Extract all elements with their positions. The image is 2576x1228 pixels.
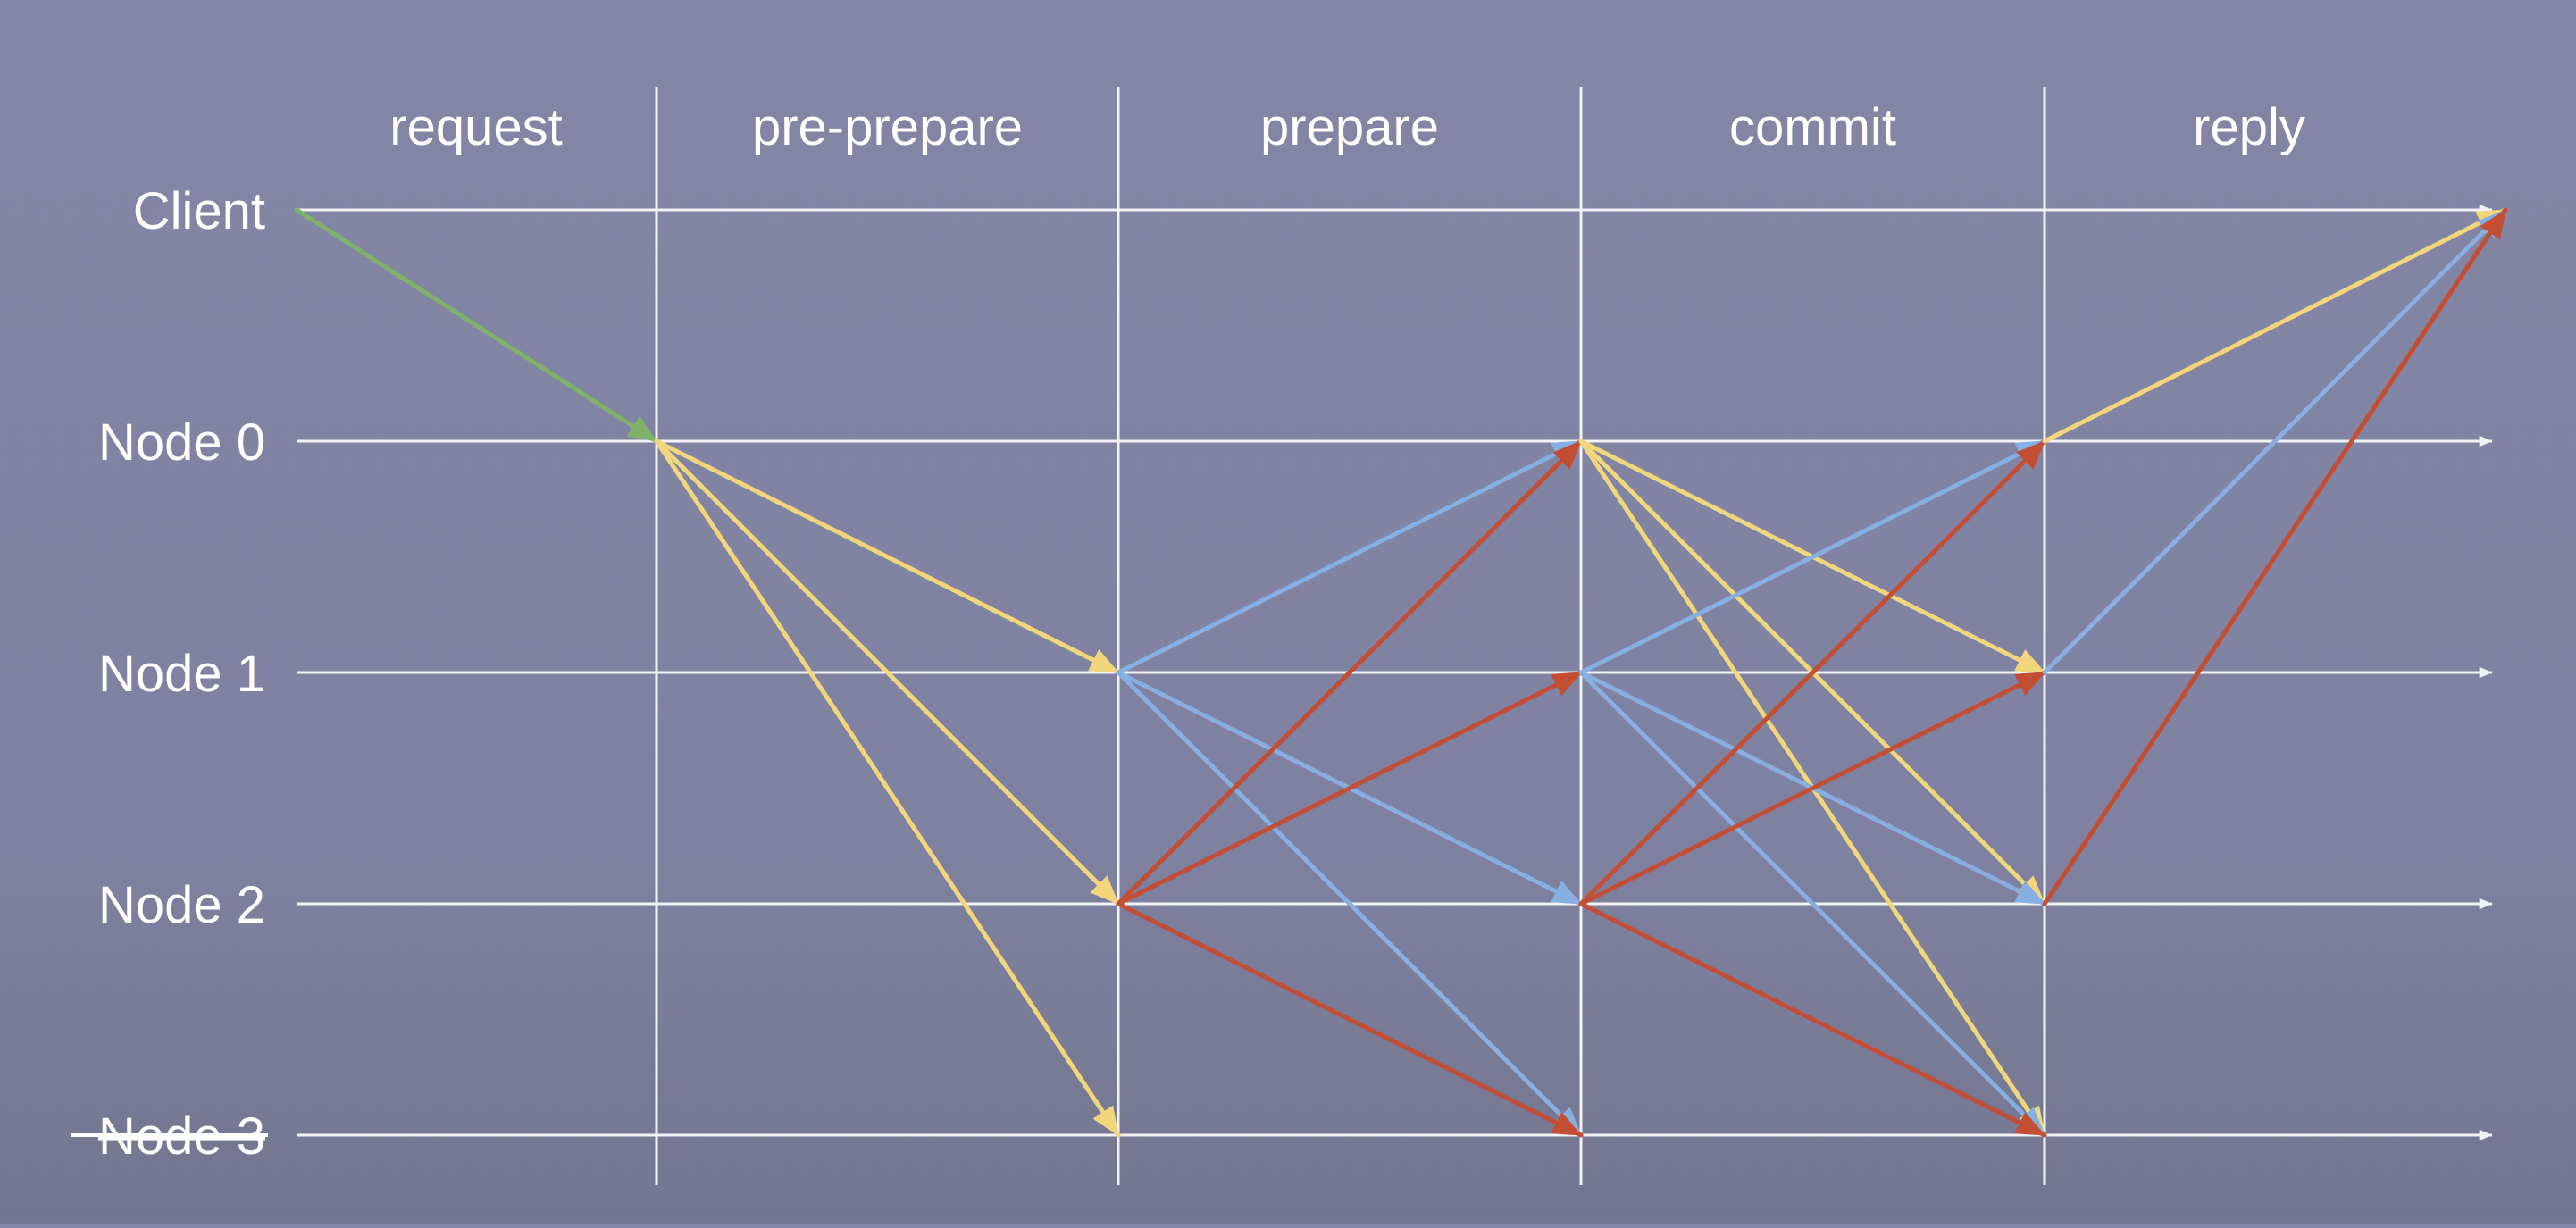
participant-label-client: Client	[133, 182, 265, 240]
message-arrow-client-to-node-0-phase-0	[294, 207, 659, 444]
phase-label-reply: reply	[2193, 98, 2305, 156]
message-arrow-node-1-to-node-0-phase-2	[1116, 439, 1584, 675]
participant-label-node-0: Node 0	[98, 414, 265, 472]
message-arrow-node-2-to-node-0-phase-3	[1578, 439, 2047, 906]
message-arrow-node-1-to-client-phase-4	[2042, 207, 2508, 675]
messages	[294, 207, 2508, 1138]
message-arrow-node-2-to-client-phase-4	[2042, 207, 2508, 906]
message-arrow-node-2-to-node-1-phase-2	[1116, 670, 1584, 906]
participant-label-node-1: Node 1	[98, 645, 265, 703]
phase-label-pre-prepare: pre-prepare	[752, 98, 1023, 156]
message-arrow-node-2-to-node-0-phase-2	[1116, 439, 1584, 906]
message-arrow-node-2-to-node-3-phase-2	[1116, 901, 1584, 1138]
message-arrow-node-2-to-node-1-phase-3	[1578, 670, 2047, 906]
participant-timelines	[297, 204, 2493, 1141]
message-arrow-node-1-to-node-0-phase-3	[1578, 439, 2047, 675]
phase-label-prepare: prepare	[1260, 98, 1439, 156]
participant-label-node-2: Node 2	[98, 876, 265, 934]
phase-labels: request pre-prepare prepare commit reply	[389, 98, 2305, 156]
phase-label-commit: commit	[1729, 98, 1896, 156]
message-arrow-node-2-to-node-3-phase-3	[1578, 901, 2047, 1138]
phase-dividers	[655, 87, 2046, 1185]
message-arrow-node-1-to-node-3-phase-2	[1116, 670, 1584, 1138]
message-arrow-node-0-to-node-3-phase-1	[654, 439, 1121, 1138]
message-arrow-node-0-to-node-2-phase-1	[654, 439, 1121, 906]
message-arrow-node-1-to-node-3-phase-3	[1578, 670, 2047, 1138]
message-arrow-node-0-to-client-phase-4	[2042, 207, 2508, 444]
phase-label-request: request	[389, 98, 562, 156]
message-arrow-node-0-to-node-1-phase-1	[654, 439, 1121, 675]
